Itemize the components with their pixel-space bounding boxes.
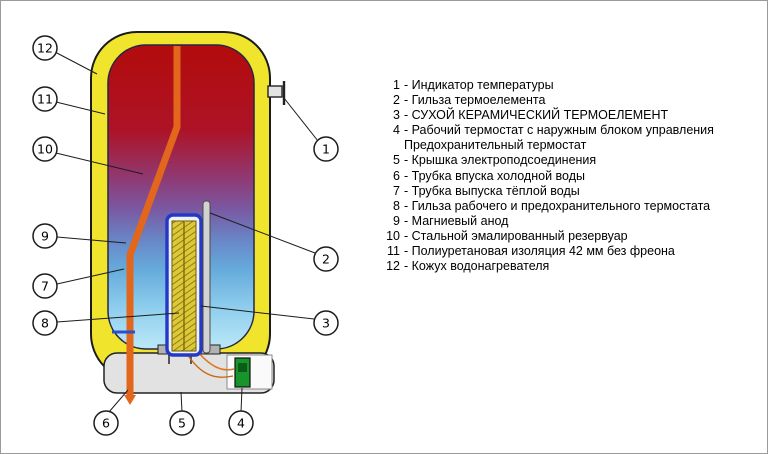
- water-heater-cross-section-diagram: 12 11 10 9 7 8 6 5: [32, 31, 339, 436]
- legend-item-number: 1: [393, 78, 400, 92]
- thermoelement-sleeve: [202, 200, 211, 354]
- legend-item-text: - Полиуретановая изоляция 42 мм без фрео…: [404, 244, 675, 259]
- legend-item-10: 10 - Стальной эмалированный резервуар: [383, 229, 714, 244]
- legend-item-number: 9: [393, 213, 400, 228]
- legend-item-9: 9 - Магниевый анод: [383, 214, 714, 229]
- legend-item-text: - Индикатор температуры: [404, 78, 554, 92]
- legend-item-number: 6: [393, 168, 400, 183]
- thermostat-block: [234, 357, 251, 388]
- legend-item-6: 6 - Трубка впуска холодной воды: [383, 169, 714, 184]
- callout-7: 7: [32, 273, 58, 299]
- callout-9-label: 9: [41, 229, 49, 244]
- legend-item-5: 5 - Крышка электроподсоединения: [383, 153, 714, 168]
- legend-item-number: 10: [386, 228, 400, 243]
- leader-lines: [54, 51, 319, 413]
- callout-9: 9: [32, 223, 58, 249]
- callout-3: 3: [313, 310, 339, 336]
- legend-item-text: - Стальной эмалированный резервуар: [404, 228, 628, 243]
- legend-item-4: 4 - Рабочий термостат с наружным блоком …: [383, 123, 714, 138]
- callout-4-label: 4: [237, 416, 245, 431]
- wire: [186, 353, 234, 378]
- legend-item-number: 8: [393, 198, 400, 213]
- callout-11-label: 11: [37, 92, 53, 107]
- callout-5-label: 5: [178, 416, 186, 431]
- anode-and-inlet-tube: [126, 46, 181, 395]
- thermostat-block-detail: [238, 363, 247, 372]
- temperature-indicator: [267, 85, 283, 98]
- legend-item-number: 2: [393, 93, 400, 108]
- legend-item-4-continued: Предохранительный термостат: [383, 138, 714, 153]
- callout-8-label: 8: [41, 316, 49, 331]
- legend-item-1: 1 - Индикатор температуры: [383, 78, 714, 93]
- legend-item-text: - Гильза рабочего и предохранительного т…: [404, 198, 711, 213]
- callout-5: 5: [169, 410, 195, 436]
- callout-10: 10: [32, 136, 58, 162]
- legend-item-text: - Трубка впуска холодной воды: [404, 168, 585, 183]
- callout-4: 4: [228, 410, 254, 436]
- legend-item-text: Предохранительный термостат: [404, 138, 587, 153]
- callout-3-label: 3: [322, 316, 330, 331]
- legend-item-text: - Рабочий термостат с наружным блоком уп…: [404, 123, 714, 138]
- legend-item-text: - Магниевый анод: [404, 213, 509, 228]
- callout-2-label: 2: [322, 252, 330, 267]
- inlet-tube-end: [124, 395, 136, 405]
- legend-item-number: 5: [393, 153, 400, 168]
- legend-item-number: 7: [393, 183, 400, 198]
- legend: 1 - Индикатор температуры 2 - Гильза тер…: [383, 78, 714, 274]
- legend-item-number: 3: [393, 108, 400, 123]
- legend-item-3: 3 - СУХОЙ КЕРАМИЧЕСКИЙ ТЕРМОЕЛЕМЕНТ: [383, 108, 714, 123]
- legend-item-number: 12: [386, 259, 400, 274]
- callout-11: 11: [32, 86, 58, 112]
- legend-item-text: - Гильза термоелемента: [404, 93, 546, 108]
- callout-2: 2: [313, 246, 339, 272]
- legend-item-number: [383, 138, 400, 153]
- callout-8: 8: [32, 310, 58, 336]
- legend-item-text: - СУХОЙ КЕРАМИЧЕСКИЙ ТЕРМОЕЛЕМЕНТ: [404, 108, 669, 123]
- wire: [196, 350, 235, 371]
- legend-item-text: - Крышка электроподсоединения: [404, 153, 597, 168]
- callout-1-label: 1: [322, 142, 330, 157]
- legend-item-number: 4: [393, 123, 400, 138]
- legend-item-text: - Трубка выпуска тёплой воды: [404, 183, 580, 198]
- legend-item-12: 12 - Кожух водонагревателя: [383, 259, 714, 274]
- legend-item-2: 2 - Гильза термоелемента: [383, 93, 714, 108]
- callout-7-label: 7: [41, 279, 49, 294]
- legend-item-7: 7 - Трубка выпуска тёплой воды: [383, 184, 714, 199]
- callout-6-label: 6: [102, 416, 110, 431]
- legend-item-11: 11 - Полиуретановая изоляция 42 мм без ф…: [383, 244, 714, 259]
- callout-1: 1: [313, 136, 339, 162]
- callout-12-label: 12: [37, 41, 53, 56]
- legend-item-number: 11: [387, 244, 400, 259]
- legend-item-text: - Кожух водонагревателя: [404, 259, 550, 274]
- callout-6: 6: [93, 410, 119, 436]
- legend-item-8: 8 - Гильза рабочего и предохранительного…: [383, 199, 714, 214]
- callout-10-label: 10: [37, 142, 53, 157]
- callout-12: 12: [32, 35, 58, 61]
